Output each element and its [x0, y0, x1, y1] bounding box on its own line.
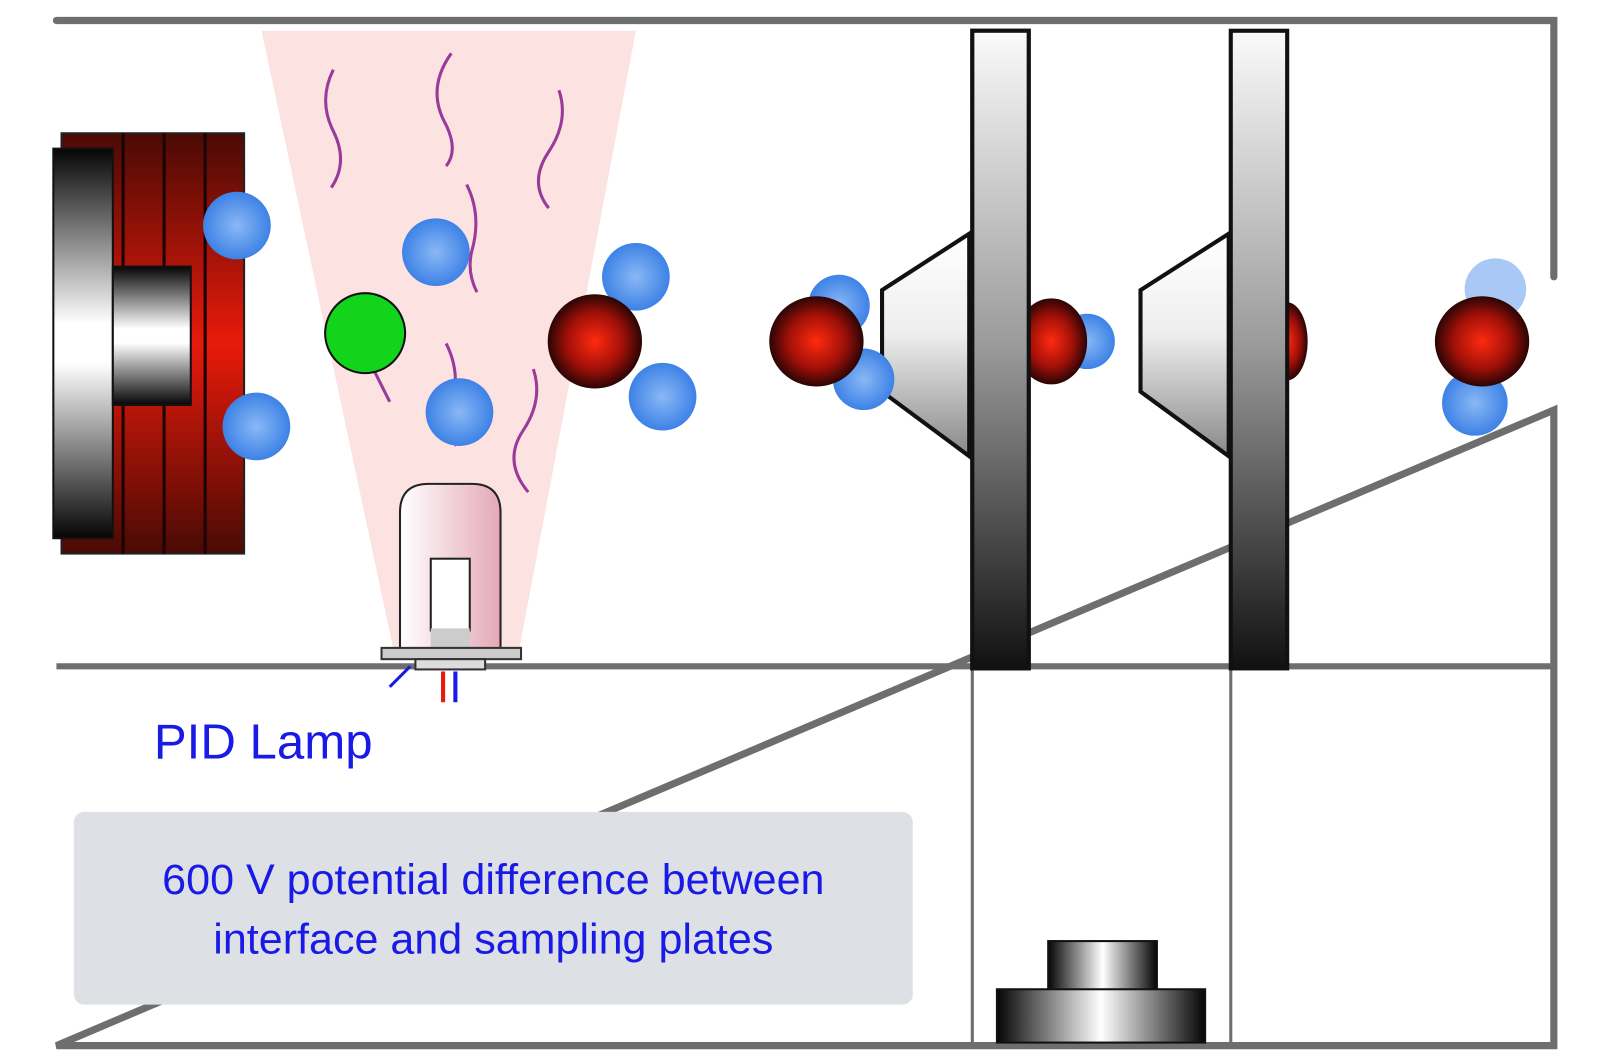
info-box-line-2: interface and sampling plates — [213, 915, 773, 963]
pid-lamp-label: PID Lamp — [154, 715, 373, 770]
interface-plate-bar — [970, 28, 1031, 671]
heated-inlet — [52, 132, 246, 555]
uv-beam — [261, 30, 636, 657]
info-box-line-1: 600 V potential difference between — [162, 856, 824, 904]
sampling-plate-bar — [1228, 28, 1290, 671]
chamber-frame — [52, 16, 1558, 1050]
molecules — [203, 191, 1530, 461]
analyte-molecule — [324, 292, 407, 375]
pid-lamp — [380, 482, 523, 703]
detector — [995, 940, 1207, 1044]
info-box — [73, 811, 913, 1005]
sampling-plate — [1138, 229, 1231, 461]
